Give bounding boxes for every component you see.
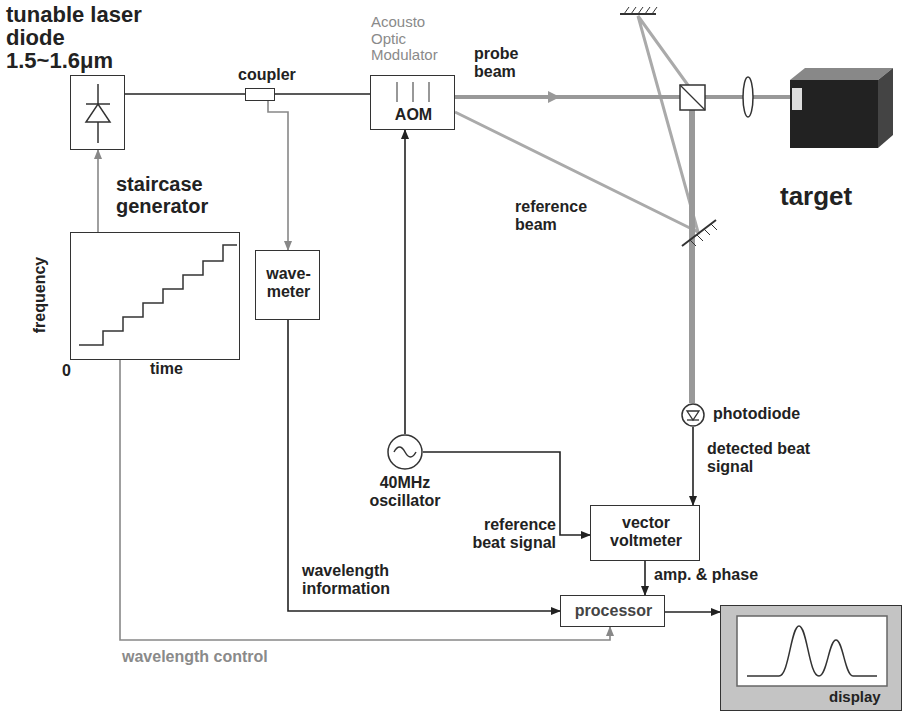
annotation-label: probe beam	[474, 45, 536, 82]
signal-line	[125, 93, 245, 95]
drawing-part	[86, 104, 110, 122]
edge-label: reference beat signal	[450, 516, 558, 553]
display-box: display	[720, 605, 902, 711]
probe-beam-arrow	[548, 91, 560, 103]
drawing-part	[790, 68, 893, 80]
drawing-part	[397, 82, 429, 102]
edge-label: wavelength information	[300, 562, 444, 599]
signal-line	[97, 150, 99, 232]
photodiode: photodiode	[681, 403, 705, 427]
signal-line	[120, 360, 610, 640]
wavemeter-box: wave- meter	[255, 250, 320, 320]
processor-box: processor	[560, 595, 665, 627]
node-label: photodiode	[713, 405, 833, 423]
aom-box: Acousto Optic ModulatorAOM	[370, 75, 455, 130]
drawing-part	[792, 88, 802, 110]
laser-diode-symbol	[71, 76, 124, 149]
drawing-part	[790, 80, 878, 148]
drawing-part	[747, 626, 877, 676]
drawing-part	[737, 616, 887, 686]
drawing-part	[86, 103, 110, 105]
annotation-label: reference beam	[515, 198, 610, 235]
beam-splitter-face	[680, 85, 705, 110]
target: target	[775, 60, 900, 225]
edge-label: amp. & phase	[652, 566, 786, 584]
drawing-part	[687, 411, 699, 420]
box-text: AOM	[375, 106, 452, 124]
box-text: wave- meter	[260, 265, 317, 302]
lens	[743, 77, 753, 117]
laser-diode-box: tunable laser diode 1.5~1.6μm	[70, 75, 125, 150]
photodiode-symbol	[681, 403, 705, 427]
staircase-plot	[71, 233, 239, 359]
signal-line	[268, 101, 288, 250]
drawing-part	[79, 245, 237, 345]
beam-splitter	[680, 85, 705, 110]
annotation-label: 0	[62, 362, 71, 380]
drawing-part	[388, 435, 422, 469]
signal-line	[644, 561, 646, 595]
oscillator-symbol	[387, 434, 423, 470]
drawing-part	[682, 404, 704, 426]
signal-line	[692, 427, 694, 505]
box-text: processor	[565, 602, 662, 620]
lower-mirror-hatch	[690, 224, 717, 246]
node-label: Acousto Optic Modulator	[371, 14, 455, 64]
top-mirror-hatch	[624, 7, 657, 14]
oscillator-circle: 40MHz oscillator	[387, 434, 423, 470]
staircase-generator-box: staircase generator	[70, 232, 240, 360]
node-label: staircase generator	[116, 173, 286, 217]
annotation-label: time	[150, 360, 183, 378]
node-label: coupler	[238, 66, 318, 84]
annotation-label: frequency	[31, 257, 49, 333]
vector-voltmeter-box: vector voltmeter	[590, 505, 700, 561]
edge-label: wavelength control	[120, 648, 324, 666]
node-label: target	[780, 182, 890, 212]
drawing-part	[394, 447, 416, 457]
node-label: tunable laser diode 1.5~1.6μm	[6, 3, 146, 72]
edge-label: detected beat signal	[705, 440, 819, 477]
node-label: 40MHz oscillator	[360, 474, 450, 511]
drawing-part	[687, 419, 699, 420]
node-label: display	[829, 688, 899, 705]
drawing-part	[878, 68, 893, 148]
detected-beam	[689, 110, 695, 403]
signal-line	[275, 93, 370, 95]
coupler-box: coupler	[245, 88, 275, 101]
probe-beam	[455, 95, 680, 99]
signal-line	[665, 611, 720, 613]
signal-line	[288, 320, 560, 611]
lower-mirror	[682, 220, 716, 246]
box-text: vector voltmeter	[595, 514, 697, 551]
signal-line	[404, 130, 406, 434]
